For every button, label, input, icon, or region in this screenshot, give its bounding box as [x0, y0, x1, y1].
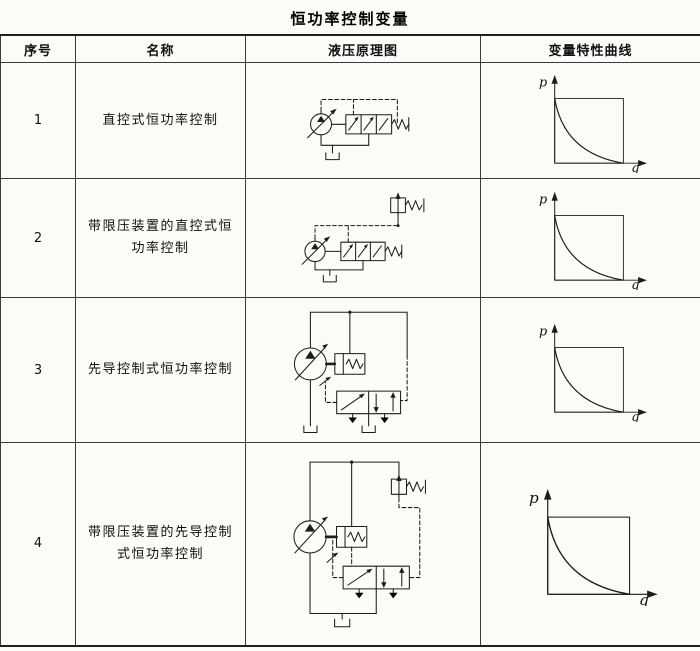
p-axis-label: p: [539, 193, 547, 208]
hydraulic-schematic-pilot-control: [293, 310, 408, 433]
p-axis-label: p: [539, 325, 547, 340]
row-name: 带限压装置的直控式恒功率控制: [75, 178, 246, 298]
schematic-cell: [245, 442, 481, 646]
table-row: 3 先导控制式恒功率控制: [0, 297, 700, 443]
hyperbola-curve: [546, 516, 630, 595]
adjust-arrow-icon: [319, 376, 332, 386]
table-row: 1 直控式恒功率控制: [0, 62, 700, 179]
col-header-schematic: 液压原理图: [245, 34, 481, 63]
curve-cell: p q: [480, 62, 700, 179]
variable-pump-icon: [293, 516, 328, 554]
axes: [543, 488, 658, 598]
table-row: 4 带限压装置的先导控制式恒功率控制: [0, 442, 700, 646]
servo-valve-icon: [340, 241, 386, 261]
curve-frame: [553, 97, 624, 164]
tank-icon: [334, 618, 351, 628]
tank-icon: [322, 274, 337, 282]
row-number: 2: [0, 178, 76, 298]
schematic-cell: [245, 62, 481, 179]
tank-icon: [303, 424, 318, 433]
axes: [551, 74, 647, 166]
row-name: 带限压装置的先导控制式恒功率控制: [75, 442, 246, 646]
curve-cell: p q: [480, 442, 700, 646]
pq-characteristic-curve: p q: [539, 191, 647, 290]
tank-icon: [361, 424, 376, 433]
pq-characteristic-curve: p q: [539, 74, 647, 173]
hyperbola-curve: [553, 215, 623, 281]
variable-pump-icon: [307, 108, 337, 139]
table-row: 2 带限压装置的直控式恒功率控制: [0, 178, 700, 298]
curve-cell: p q: [480, 178, 700, 298]
col-header-name: 名称: [75, 34, 246, 63]
pilot-valve-icon: [342, 565, 410, 590]
schematic-cell: [245, 178, 481, 298]
page-title: 恒功率控制变量: [290, 10, 410, 28]
pq-characteristic-curve: p q: [539, 323, 647, 422]
hyperbola-curve: [553, 347, 623, 413]
table-header-row: 序号 名称 液压原理图 变量特性曲线: [0, 34, 700, 63]
row-number: 1: [0, 62, 76, 179]
row-number: 4: [0, 442, 76, 646]
vent-triangle-icon: [380, 416, 389, 423]
vent-triangle-icon: [389, 592, 398, 599]
stroking-cylinder-icon: [325, 352, 366, 375]
p-axis-label: p: [539, 75, 547, 90]
adjust-arrow-icon: [326, 552, 339, 564]
row-name: 直控式恒功率控制: [75, 62, 246, 179]
hydraulic-schematic-direct-control-with-limiter: [301, 191, 425, 282]
curve-frame: [553, 346, 624, 413]
servo-valve-icon: [345, 114, 393, 135]
pq-characteristic-curve: p q: [529, 488, 658, 606]
axes: [551, 323, 647, 416]
row-number: 3: [0, 297, 76, 443]
hyperbola-curve: [553, 97, 623, 164]
spring-icon: [391, 117, 410, 132]
relief-valve-icon: [390, 191, 425, 227]
vent-triangle-icon: [354, 592, 364, 599]
tank-icon: [325, 152, 340, 161]
drain-line: [320, 134, 370, 146]
col-header-curve: 变量特性曲线: [480, 34, 700, 63]
vent-triangle-icon: [348, 416, 357, 423]
pilot-line: [332, 539, 344, 579]
q-axis-label: q: [631, 278, 639, 290]
col-header-no: 序号: [0, 34, 76, 63]
axes: [551, 191, 647, 284]
schematic-cell: [245, 297, 481, 443]
relief-valve-icon: [390, 474, 426, 499]
curve-frame: [546, 516, 630, 595]
q-axis-label: q: [631, 161, 639, 173]
pilot-line: [314, 224, 399, 239]
hydraulic-schematic-pilot-control-with-limiter: [293, 460, 426, 628]
variable-pump-icon: [293, 343, 329, 380]
curve-frame: [553, 214, 624, 281]
pilot-valve-icon: [336, 390, 402, 414]
q-axis-label: q: [638, 591, 648, 606]
stroking-cylinder-icon: [324, 526, 368, 549]
pilot-line: [400, 354, 408, 401]
spring-icon: [384, 243, 403, 258]
p-axis-label: p: [529, 489, 539, 507]
pilot-line: [398, 497, 421, 579]
variable-pump-icon: [301, 235, 331, 265]
row-name: 先导控制式恒功率控制: [75, 297, 246, 443]
curve-cell: p q: [480, 297, 700, 443]
constant-power-control-table: 序号 名称 液压原理图 变量特性曲线 1 直控式恒功率控制: [0, 34, 700, 647]
drain-line: [314, 260, 364, 270]
hydraulic-schematic-direct-control: [307, 98, 410, 161]
q-axis-label: q: [631, 410, 639, 422]
pilot-line: [324, 380, 338, 403]
